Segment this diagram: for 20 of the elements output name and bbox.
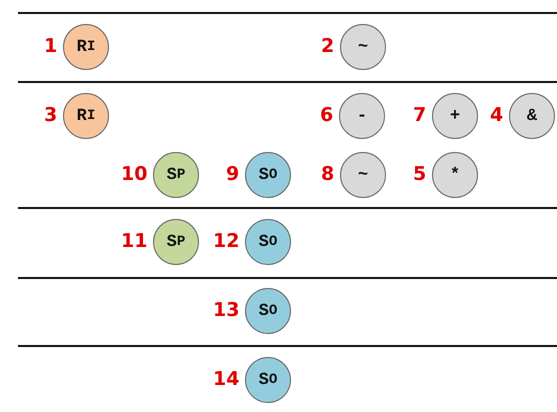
callout-number: 12 (213, 230, 240, 252)
symbol-circle: + (432, 93, 478, 139)
callout-number: 13 (213, 299, 240, 321)
callout-number: 14 (213, 368, 240, 390)
symbol-circle: * (432, 152, 478, 198)
symbol-circle: - (339, 93, 385, 139)
callout-number: 5 (413, 163, 426, 185)
callout-number: 9 (226, 163, 240, 185)
symbol-circle: ~ (340, 24, 386, 70)
callout-number: 2 (321, 35, 334, 57)
callout-number: 10 (121, 163, 148, 185)
callout-number: 4 (490, 104, 504, 126)
callout-number: 11 (121, 230, 148, 252)
symbol-circle: ~ (340, 152, 386, 198)
callout-number: 6 (320, 104, 334, 126)
callout-number: 1 (44, 35, 58, 57)
callout-number: 7 (413, 104, 426, 126)
callout-number: 8 (321, 163, 334, 185)
callout-number: 3 (44, 104, 58, 126)
symbol-circle: & (509, 93, 555, 139)
